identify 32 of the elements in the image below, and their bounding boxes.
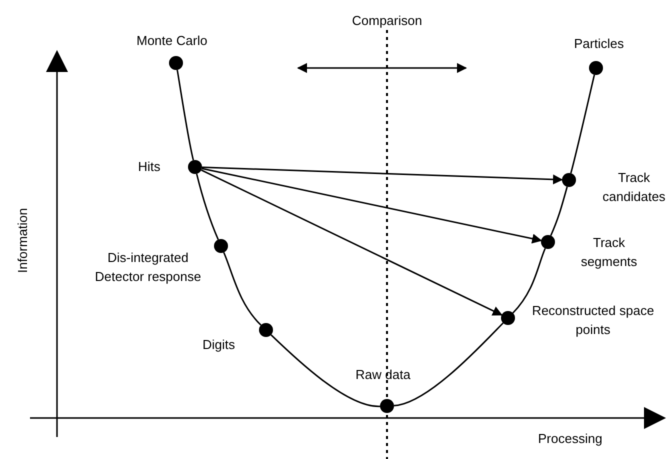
- point-label: Dis-integrated Detector response: [94, 249, 202, 286]
- data-point: [562, 173, 576, 187]
- curve-segment: [550, 186, 568, 236]
- curve-segment: [223, 252, 262, 326]
- curve-segment: [196, 174, 219, 240]
- axis-label: Information: [14, 207, 31, 273]
- data-point: [589, 61, 603, 75]
- data-point: [380, 399, 394, 413]
- arrow: [202, 168, 542, 244]
- curve-segment: [270, 334, 380, 408]
- point-label: Digits: [202, 336, 236, 354]
- curve-segment: [512, 248, 546, 314]
- point-label: Raw data: [356, 366, 410, 384]
- point-label: Track segments: [580, 234, 638, 271]
- curve-segment: [570, 74, 596, 174]
- data-point: [259, 323, 273, 337]
- data-point: [541, 235, 555, 249]
- arrow: [200, 169, 503, 316]
- data-point: [214, 239, 228, 253]
- data-point: [501, 311, 515, 325]
- comparison-label: Comparison: [352, 12, 422, 30]
- point-label: Monte Carlo: [136, 32, 208, 50]
- arrow: [202, 166, 563, 184]
- point-label: Track candidates: [602, 169, 666, 206]
- point-label: Particles: [574, 34, 624, 52]
- point-label: Reconstructed space points: [530, 302, 656, 339]
- curve-segment: [394, 322, 504, 406]
- axis-label: Processing: [538, 430, 602, 448]
- data-point: [169, 56, 183, 70]
- curve-segment: [176, 70, 194, 160]
- data-point: [188, 160, 202, 174]
- point-label: Hits: [138, 158, 160, 176]
